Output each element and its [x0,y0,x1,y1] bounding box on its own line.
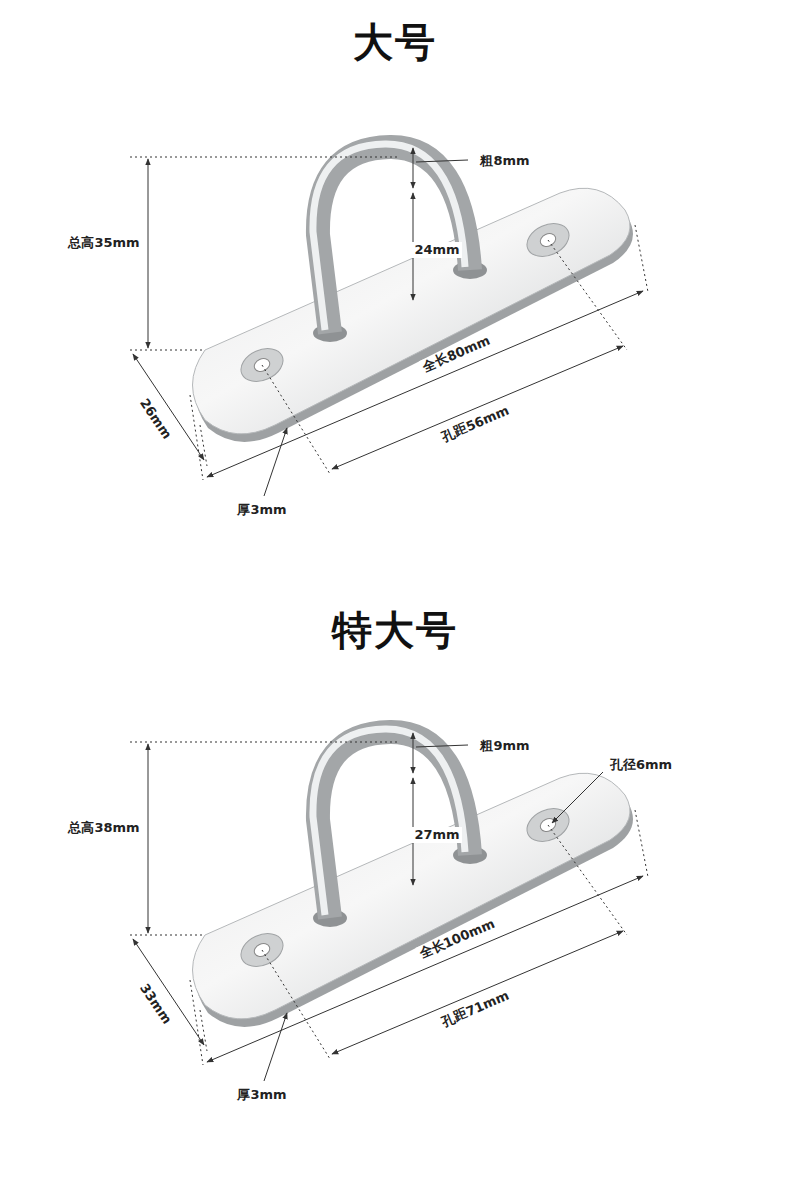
dimension-label: 24mm [412,242,461,258]
dimension-label: 孔距56mm [438,402,513,446]
dimension-label: 26mm [136,394,176,443]
section-heading: 特大号 [330,606,460,654]
dimension-label: 33mm [136,979,176,1028]
dimension-label: 27mm [412,827,461,843]
dimension-label: 粗9mm [478,738,531,754]
dimension-label: 孔距71mm [438,987,513,1031]
section-heading: 大号 [351,18,439,66]
dimension-label: 孔径6mm [608,757,674,773]
dimension-label: 厚3mm [235,1087,288,1103]
dimension-label: 总高38mm [66,820,141,836]
dimension-label: 厚3mm [235,502,288,518]
dimension-label: 粗8mm [478,153,531,169]
dimension-label: 总高35mm [66,235,141,251]
